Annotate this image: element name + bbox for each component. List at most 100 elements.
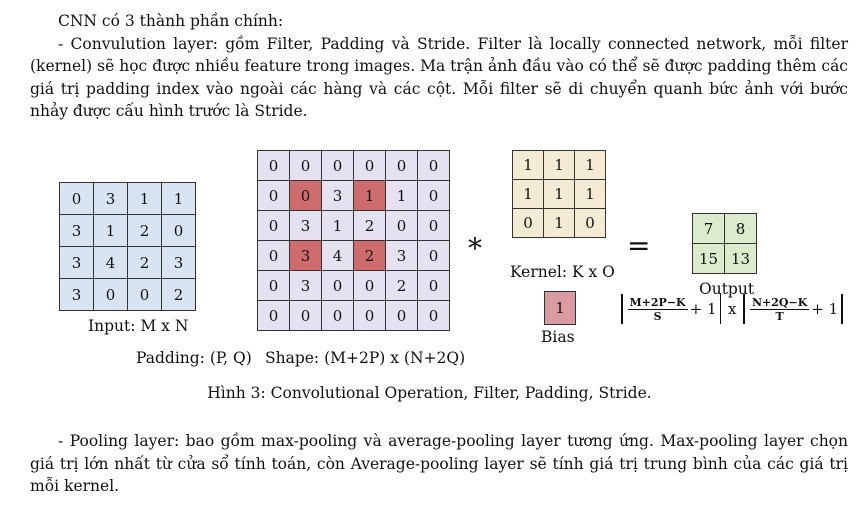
matrix-cell: 0	[417, 270, 450, 301]
formula-num-rows: M+2P−K	[627, 295, 688, 310]
matrix-cell: 2	[127, 246, 162, 279]
matrix-cell: 0	[417, 300, 450, 331]
matrix-cell: 0	[289, 300, 322, 331]
matrix-cell: 0	[353, 150, 386, 181]
output-label: Output	[699, 280, 755, 298]
intro-text: CNN có 3 thành phần chính: - Convulution…	[30, 10, 848, 123]
formula-fraction-rows: M+2P−K S	[627, 295, 688, 323]
matrix-cell: 1	[543, 208, 575, 238]
matrix-cell: 3	[93, 182, 128, 215]
formula-den-rows: S	[653, 309, 662, 323]
highlighted-cell: 3	[289, 240, 322, 271]
matrix-cell: 1	[574, 150, 606, 180]
matrix-cell: 7	[692, 213, 725, 244]
figure-caption: Hình 3: Convolutional Operation, Filter,…	[207, 384, 652, 402]
formula-num-cols: N+2Q−K	[749, 295, 810, 310]
matrix-cell: 1	[543, 179, 575, 209]
matrix-cell: 1	[161, 182, 196, 215]
kernel-label: Kernel: K x O	[510, 263, 615, 281]
matrix-cell: 1	[93, 214, 128, 247]
matrix-cell: 1	[543, 150, 575, 180]
matrix-cell: 1	[385, 180, 418, 211]
matrix-cell: 3	[385, 240, 418, 271]
matrix-cell: 2	[161, 278, 196, 311]
matrix-cell: 1	[512, 150, 544, 180]
matrix-cell: 0	[93, 278, 128, 311]
matrix-cell: 3	[59, 278, 94, 311]
matrix-cell: 8	[724, 213, 757, 244]
convolution-operator: *	[468, 232, 482, 265]
bias-label: Bias	[541, 328, 575, 346]
matrix-cell: 1	[574, 179, 606, 209]
matrix-cell: 0	[417, 240, 450, 271]
matrix-cell: 0	[257, 240, 290, 271]
formula-plus-one-b: + 1	[811, 300, 839, 318]
matrix-cell: 0	[321, 270, 354, 301]
matrix-cell: 0	[257, 180, 290, 211]
matrix-cell: 0	[512, 208, 544, 238]
matrix-cell: 1	[127, 182, 162, 215]
matrix-cell: 13	[724, 243, 757, 274]
matrix-cell: 3	[161, 246, 196, 279]
matrix-cell: 0	[161, 214, 196, 247]
matrix-cell: 0	[385, 300, 418, 331]
matrix-cell: 15	[692, 243, 725, 274]
convolution-paragraph: - Convulution layer: gồm Filter, Padding…	[30, 34, 848, 121]
matrix-cell: 3	[59, 246, 94, 279]
matrix-cell: 0	[574, 208, 606, 238]
pooling-text: - Pooling layer: bao gồm max-pooling và …	[30, 430, 848, 498]
pooling-paragraph: - Pooling layer: bao gồm max-pooling và …	[30, 432, 848, 495]
matrix-cell: 0	[417, 180, 450, 211]
intro-heading: CNN có 3 thành phần chính:	[58, 12, 284, 30]
matrix-cell: 0	[385, 210, 418, 241]
matrix-cell: 0	[353, 270, 386, 301]
matrix-cell: 2	[353, 210, 386, 241]
equals-sign: =	[627, 229, 651, 262]
formula-times: x	[728, 300, 737, 318]
matrix-cell: 2	[127, 214, 162, 247]
matrix-cell: 3	[321, 180, 354, 211]
matrix-cell: 0	[289, 150, 322, 181]
bias-cell: 1	[544, 291, 576, 325]
highlighted-cell: 2	[353, 240, 386, 271]
output-size-formula: M+2P−K S + 1 x N+2Q−K T + 1	[618, 294, 846, 324]
matrix-cell: 3	[289, 210, 322, 241]
matrix-cell: 0	[321, 300, 354, 331]
matrix-cell: 1	[321, 210, 354, 241]
shape-label: Shape: (M+2P) x (N+2Q)	[265, 349, 466, 367]
highlighted-cell: 0	[289, 180, 322, 211]
highlighted-cell: 1	[353, 180, 386, 211]
matrix-cell: 4	[321, 240, 354, 271]
matrix-cell: 0	[127, 278, 162, 311]
matrix-cell: 0	[59, 182, 94, 215]
matrix-cell: 2	[385, 270, 418, 301]
matrix-cell: 4	[93, 246, 128, 279]
matrix-cell: 1	[512, 179, 544, 209]
matrix-cell: 0	[385, 150, 418, 181]
matrix-cell: 0	[257, 270, 290, 301]
formula-plus-one-a: + 1	[689, 300, 717, 318]
formula-fraction-cols: N+2Q−K T	[749, 295, 810, 323]
matrix-cell: 0	[353, 300, 386, 331]
matrix-cell: 0	[417, 150, 450, 181]
input-label: Input: M x N	[88, 317, 189, 335]
matrix-cell: 0	[321, 150, 354, 181]
